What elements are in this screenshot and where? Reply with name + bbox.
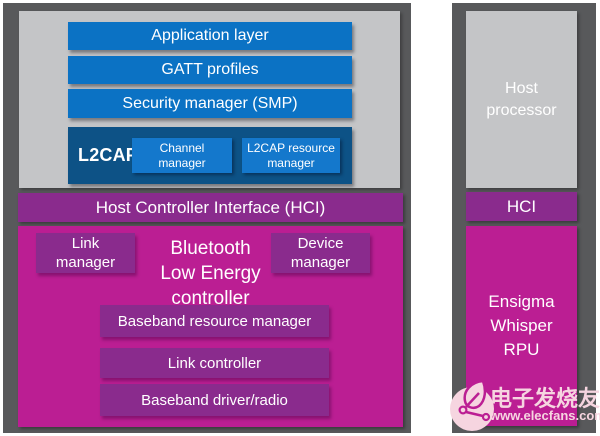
soc-panel: Host processor HCI Ensigma Whisper RPU	[452, 3, 596, 433]
host-processor-line-1: Host	[505, 79, 538, 97]
l2cap-resource-line-1: L2CAP resource	[247, 140, 335, 155]
channel-manager-box: Channel manager	[132, 138, 232, 173]
channel-manager-line-2: manager	[158, 155, 206, 170]
hci-small-bar: HCI	[466, 192, 577, 221]
rpu-line-2: Whisper	[490, 316, 553, 335]
elecfans-watermark: 电子发烧友 www.elecfans.com	[448, 379, 600, 433]
rpu-line-3: RPU	[503, 340, 540, 359]
host-controller-interface-bar: Host Controller Interface (HCI)	[18, 193, 403, 222]
controller-title-line-3: controller	[171, 288, 250, 309]
elecfans-logo-icon	[450, 380, 494, 431]
ble-controller-title: Bluetooth Low Energy controller	[18, 236, 403, 311]
baseband-resource-manager-bar: Baseband resource manager	[100, 305, 329, 337]
device-manager-box: Device manager	[271, 233, 370, 273]
l2cap-label: L2CAP	[78, 145, 139, 165]
controller-title-line-1: Bluetooth	[170, 238, 251, 259]
link-manager-line-1: Link	[71, 235, 100, 252]
host-processor-box: Host processor	[466, 11, 577, 188]
device-manager-line-2: manager	[290, 254, 351, 271]
host-stack-container: Application layer GATT profiles Security…	[19, 11, 400, 188]
controller-title-line-2: Low Energy	[160, 263, 261, 284]
baseband-driver-radio-bar: Baseband driver/radio	[100, 384, 329, 416]
layer-security-manager: Security manager (SMP)	[68, 89, 352, 118]
channel-manager-line-1: Channel	[159, 140, 205, 155]
l2cap-resource-line-2: manager	[267, 155, 315, 170]
link-manager-line-2: manager	[55, 254, 116, 271]
ble-stack-panel: Application layer GATT profiles Security…	[3, 3, 411, 433]
rpu-line-1: Ensigma	[488, 292, 555, 311]
elecfans-url-text: www.elecfans.com	[490, 408, 600, 423]
layer-gatt-profiles: GATT profiles	[68, 56, 352, 84]
link-controller-bar: Link controller	[100, 348, 329, 378]
elecfans-brand-text: 电子发烧友	[490, 386, 600, 411]
device-manager-line-1: Device	[297, 235, 344, 252]
ble-controller-container: Link manager Bluetooth Low Energy contro…	[18, 226, 403, 427]
layer-application: Application layer	[68, 22, 352, 50]
link-manager-box: Link manager	[36, 233, 135, 273]
l2cap-container: L2CAP Channel manager L2CAP resource man…	[68, 127, 352, 184]
l2cap-resource-manager-box: L2CAP resource manager	[242, 138, 340, 173]
host-processor-line-2: processor	[486, 101, 557, 119]
